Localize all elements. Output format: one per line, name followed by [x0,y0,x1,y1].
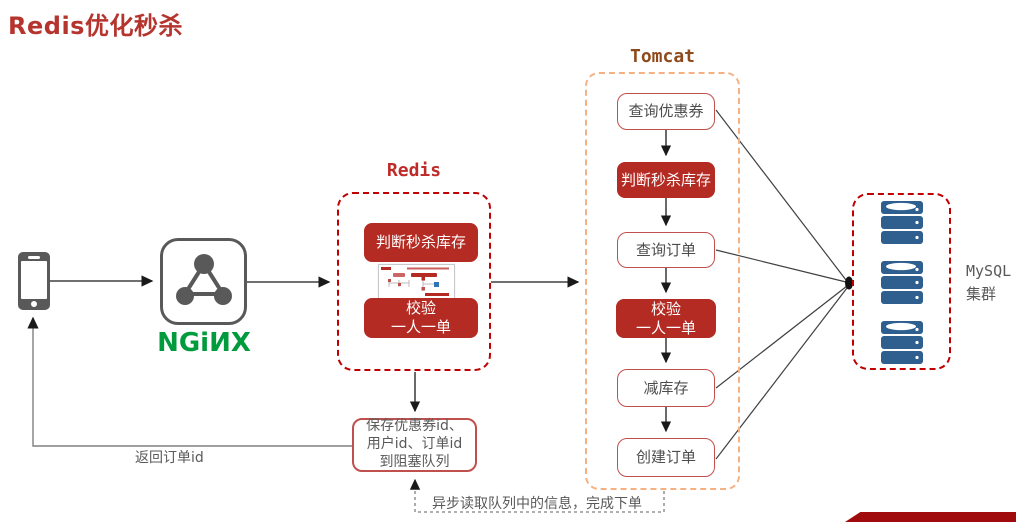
nginx-node [160,238,247,325]
seckill-flowchart-thumbnail [378,264,455,300]
tomcat-step-check-stock: 判断秒杀库存 [617,162,715,198]
tomcat-step-one-order-per-user: 校验 一人一单 [616,299,716,338]
mysql-cluster-zone [852,193,951,370]
redis-zone [337,192,491,371]
tomcat-step-reduce-stock: 减库存 [617,369,715,407]
blocking-queue-box: 保存优惠券id、 用户id、订单id 到阻塞队列 [352,418,477,472]
phone-speaker [28,256,40,259]
phone-home-button [31,301,37,307]
mysql-cluster-label: MySQL 集群 [966,262,1012,303]
async-read-queue-label: 异步读取队列中的信息，完成下单 [432,496,642,512]
nginx-wordmark: NGiИX [157,328,251,358]
tomcat-zone [585,72,740,490]
tomcat-step-query-coupon: 查询优惠券 [617,93,715,130]
database-icon [881,261,923,305]
thumbnail-graphic [381,267,449,296]
tomcat-step-create-order: 创建订单 [617,438,715,477]
database-icon [881,201,923,245]
tomcat-zone-label: Tomcat [629,46,696,67]
redis-step-one-order-per-user: 校验 一人一单 [364,298,478,338]
redis-zone-label: Redis [386,160,442,181]
nginx-triangle-icon [175,253,232,305]
tomcat-step-query-order: 查询订单 [617,232,715,268]
return-order-id-label: 返回订单id [135,450,204,466]
phone-icon [18,252,50,310]
page-title: Redis优化秒杀 [8,12,183,40]
redis-step-check-stock: 判断秒杀库存 [364,223,478,262]
database-icon [881,321,923,365]
phone-screen [21,261,47,299]
red-ribbon-decoration [845,512,1016,522]
